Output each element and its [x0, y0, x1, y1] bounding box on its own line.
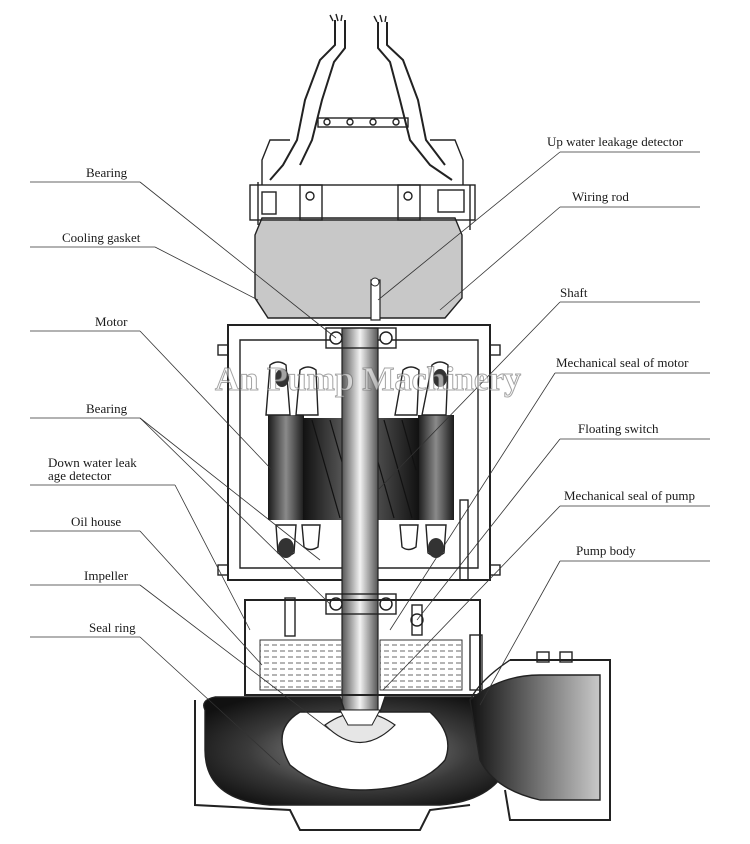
label-motor: Motor: [95, 314, 128, 329]
stator: [265, 361, 454, 558]
label-impeller: Impeller: [84, 568, 129, 583]
label-mech-seal-pump: Mechanical seal of pump: [564, 488, 695, 503]
label-down-leak-line2: age detector: [48, 468, 112, 483]
pump-volute: [194, 696, 517, 831]
label-floating-switch: Floating switch: [578, 421, 659, 436]
label-bearing-top: Bearing: [86, 165, 128, 180]
label-mech-seal-motor: Mechanical seal of motor: [556, 355, 689, 370]
bearing-upper: [325, 327, 397, 349]
label-shaft: Shaft: [560, 285, 588, 300]
leader-lines-right: [377, 151, 710, 706]
leader-lines-left: [30, 181, 337, 766]
label-bearing-mid: Bearing: [86, 401, 128, 416]
up-leakage-detector: [370, 277, 381, 321]
labels-right: Up water leakage detector Wiring rod Sha…: [547, 134, 695, 558]
labels-left: Bearing Cooling gasket Motor Bearing Dow…: [48, 165, 141, 635]
shaft: [341, 327, 379, 711]
label-pump-body: Pump body: [576, 543, 636, 558]
label-seal-ring: Seal ring: [89, 620, 136, 635]
cable-and-handle: [257, 13, 471, 230]
pump-outlet: [469, 651, 611, 821]
label-up-leakage-detector: Up water leakage detector: [547, 134, 684, 149]
label-down-leak-line1: Down water leak: [48, 455, 137, 470]
motor-housing: [217, 324, 501, 581]
label-wiring-rod: Wiring rod: [572, 189, 629, 204]
motor-cap: [249, 184, 476, 319]
oil-house: [244, 597, 483, 696]
label-oil-house: Oil house: [71, 514, 121, 529]
watermark: An Pump Machinery: [215, 361, 521, 398]
label-cooling-gasket: Cooling gasket: [62, 230, 141, 245]
